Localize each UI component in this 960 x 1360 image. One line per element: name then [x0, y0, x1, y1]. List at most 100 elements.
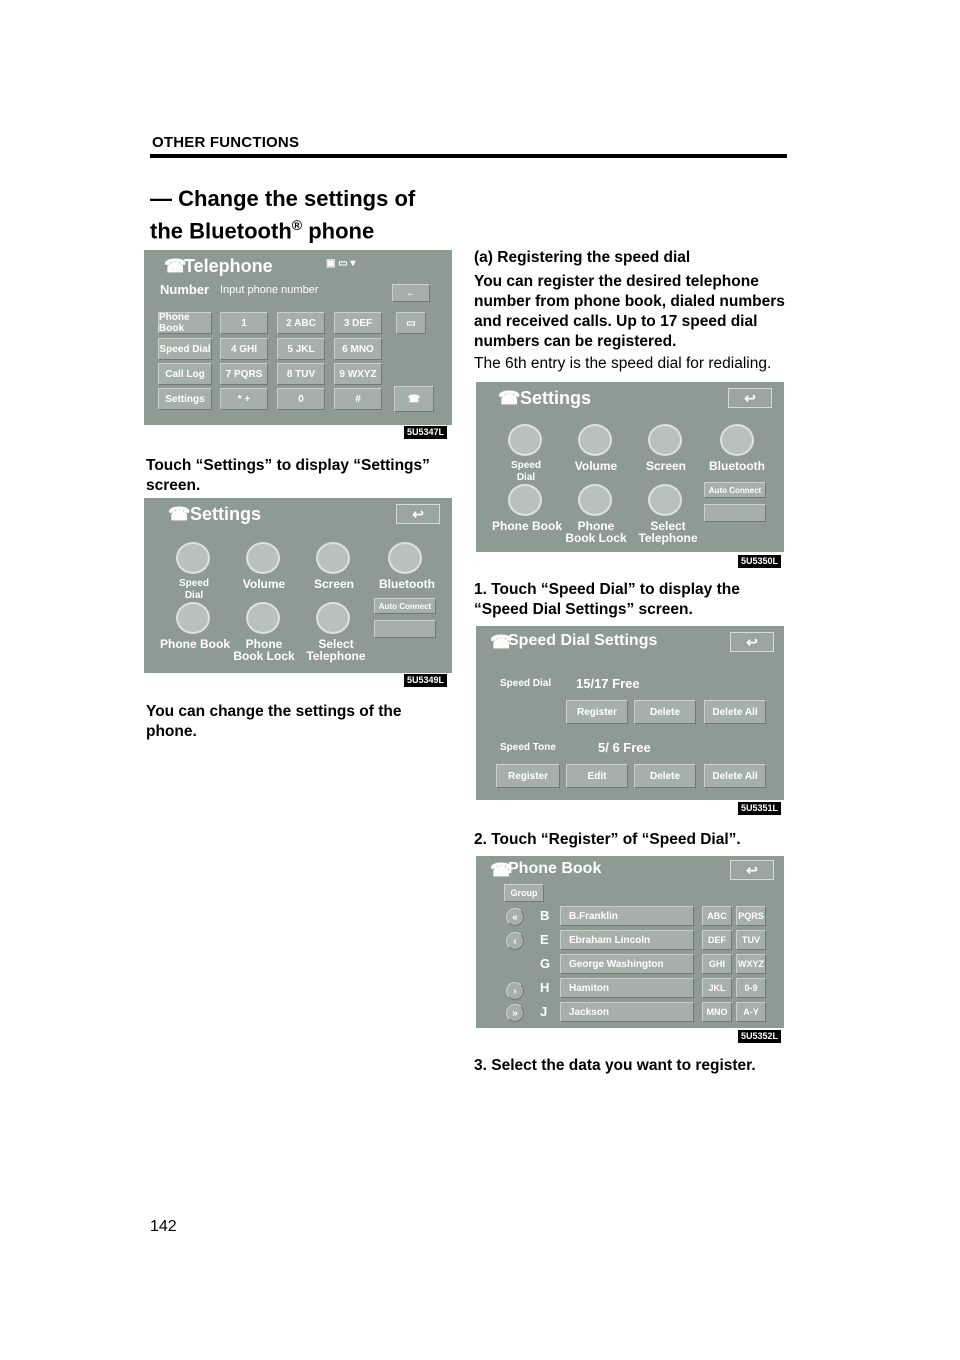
delete-all-button[interactable]: Delete All — [704, 700, 766, 724]
key-4[interactable]: 4 GHI — [220, 338, 268, 360]
bluetooth-icon[interactable] — [720, 424, 754, 456]
settings-screenshot: ☎ Settings ↩ Speed Dial Volume Screen Bl… — [144, 498, 452, 673]
page-up-button[interactable]: ‹ — [506, 932, 524, 950]
back-button[interactable]: ↩ — [396, 504, 440, 524]
page-down-button[interactable]: › — [506, 982, 524, 1000]
backspace-button[interactable]: ← — [392, 284, 430, 302]
key-9[interactable]: 9 WXYZ — [334, 363, 382, 385]
volume-icon[interactable] — [246, 542, 280, 574]
alpha-tab[interactable]: DEF — [702, 930, 732, 950]
back-button[interactable]: ↩ — [728, 388, 772, 408]
phone-book-icon[interactable] — [508, 484, 542, 516]
phone-book-screenshot: ☎ Phone Book ↩ Group « ‹ › » B E G H J B… — [476, 856, 784, 1028]
screen-title: Telephone — [184, 256, 273, 276]
volume-label: Volume — [574, 459, 618, 473]
alpha-tab[interactable]: PQRS — [736, 906, 766, 926]
key-6[interactable]: 6 MNO — [334, 338, 382, 360]
phone-icon: ☎ — [490, 860, 513, 880]
bluetooth-label: Bluetooth — [709, 459, 765, 473]
select-telephone-icon[interactable] — [316, 602, 350, 634]
key-3[interactable]: 3 DEF — [334, 312, 382, 334]
volume-icon[interactable] — [578, 424, 612, 456]
key-5[interactable]: 5 JKL — [277, 338, 325, 360]
phone-icon: ☎ — [164, 256, 187, 276]
number-input[interactable]: Input phone number — [220, 284, 319, 296]
speed-tone-label: Speed Tone — [500, 742, 556, 753]
speed-dial-button[interactable]: Speed Dial — [158, 338, 212, 360]
screen-icon[interactable] — [648, 424, 682, 456]
page-number: 142 — [150, 1218, 177, 1235]
contact-entry[interactable]: George Washington — [560, 954, 694, 974]
key-0[interactable]: 0 — [277, 388, 325, 410]
speed-dial-settings-screenshot: ☎ Speed Dial Settings ↩ Speed Dial 15/17… — [476, 626, 784, 800]
section-header: OTHER FUNCTIONS — [152, 134, 300, 151]
auto-connect-button[interactable]: Auto Connect — [704, 482, 766, 498]
speed-dial-label: Speed Dial — [510, 460, 541, 483]
delete-button[interactable]: Delete — [634, 700, 696, 724]
key-1[interactable]: 1 — [220, 312, 268, 334]
call-log-button[interactable]: Call Log — [158, 363, 212, 385]
page-up-fast-button[interactable]: « — [506, 908, 524, 926]
tone-delete-all-button[interactable]: Delete All — [704, 764, 766, 788]
figure-code: 5U5350L — [738, 555, 782, 568]
phone-icon: ☎ — [490, 632, 513, 652]
speed-dial-label: Speed Dial — [500, 678, 552, 689]
contact-entry[interactable]: Jackson — [560, 1002, 694, 1022]
edit-button[interactable]: Edit — [566, 764, 628, 788]
speed-dial-icon[interactable] — [508, 424, 542, 456]
blank-button[interactable] — [374, 620, 436, 638]
step-2: 2. Touch “Register” of “Speed Dial”. — [474, 831, 741, 848]
alpha-tab[interactable]: TUV — [736, 930, 766, 950]
telephone-screenshot: ☎ Telephone ▣ ▭ ▾ Number Input phone num… — [144, 250, 452, 425]
number-label: Number — [160, 282, 210, 297]
phone-book-label: Phone Book — [491, 519, 562, 533]
key-7[interactable]: 7 PQRS — [220, 363, 268, 385]
lock-icon[interactable] — [578, 484, 612, 516]
alpha-tab[interactable]: A-Y — [736, 1002, 766, 1022]
alpha-tab[interactable]: MNO — [702, 1002, 732, 1022]
bluetooth-label: Bluetooth — [379, 577, 435, 591]
settings-button[interactable]: Settings — [158, 388, 212, 410]
screen-icon[interactable] — [316, 542, 350, 574]
group-button[interactable]: Group — [504, 884, 544, 902]
caption-settings: Touch “Settings” to display “Settings” s… — [146, 457, 430, 494]
blank-button[interactable] — [704, 504, 766, 522]
phone-icon: ☎ — [498, 388, 521, 408]
back-button[interactable]: ↩ — [730, 632, 774, 652]
handsfree-button[interactable]: ▭ — [396, 312, 426, 334]
lock-icon[interactable] — [246, 602, 280, 634]
key-2[interactable]: 2 ABC — [277, 312, 325, 334]
intro-note: The 6th entry is the speed dial for redi… — [474, 355, 772, 372]
screen-label: Screen — [645, 459, 687, 473]
alpha-tab[interactable]: ABC — [702, 906, 732, 926]
contact-entry[interactable]: Hamiton — [560, 978, 694, 998]
alpha-tab[interactable]: WXYZ — [736, 954, 766, 974]
phone-book-button[interactable]: Phone Book — [158, 312, 212, 334]
tone-register-button[interactable]: Register — [496, 764, 560, 788]
page-down-fast-button[interactable]: » — [506, 1004, 524, 1022]
alpha-tab[interactable]: JKL — [702, 978, 732, 998]
speed-tone-count: 5/ 6 Free — [598, 740, 651, 755]
bluetooth-icon[interactable] — [388, 542, 422, 574]
key-star[interactable]: * + — [220, 388, 268, 410]
contact-entry[interactable]: B.Franklin — [560, 906, 694, 926]
step-3: 3. Select the data you want to register. — [474, 1057, 756, 1074]
tone-delete-button[interactable]: Delete — [634, 764, 696, 788]
auto-connect-button[interactable]: Auto Connect — [374, 598, 436, 614]
alpha-tab[interactable]: GHI — [702, 954, 732, 974]
back-button[interactable]: ↩ — [730, 860, 774, 880]
volume-label: Volume — [242, 577, 286, 591]
call-button[interactable]: ☎ — [394, 386, 434, 412]
figure-code: 5U5352L — [738, 1030, 782, 1043]
key-hash[interactable]: # — [334, 388, 382, 410]
screen-title: Phone Book — [508, 860, 602, 877]
phone-book-icon[interactable] — [176, 602, 210, 634]
alpha-tab[interactable]: 0-9 — [736, 978, 766, 998]
register-button[interactable]: Register — [566, 700, 628, 724]
select-telephone-icon[interactable] — [648, 484, 682, 516]
contact-entry[interactable]: Ebraham Lincoln — [560, 930, 694, 950]
speed-dial-icon[interactable] — [176, 542, 210, 574]
title-line-2: the Bluetooth® phone — [150, 217, 375, 244]
index-letter: H — [540, 980, 550, 995]
key-8[interactable]: 8 TUV — [277, 363, 325, 385]
